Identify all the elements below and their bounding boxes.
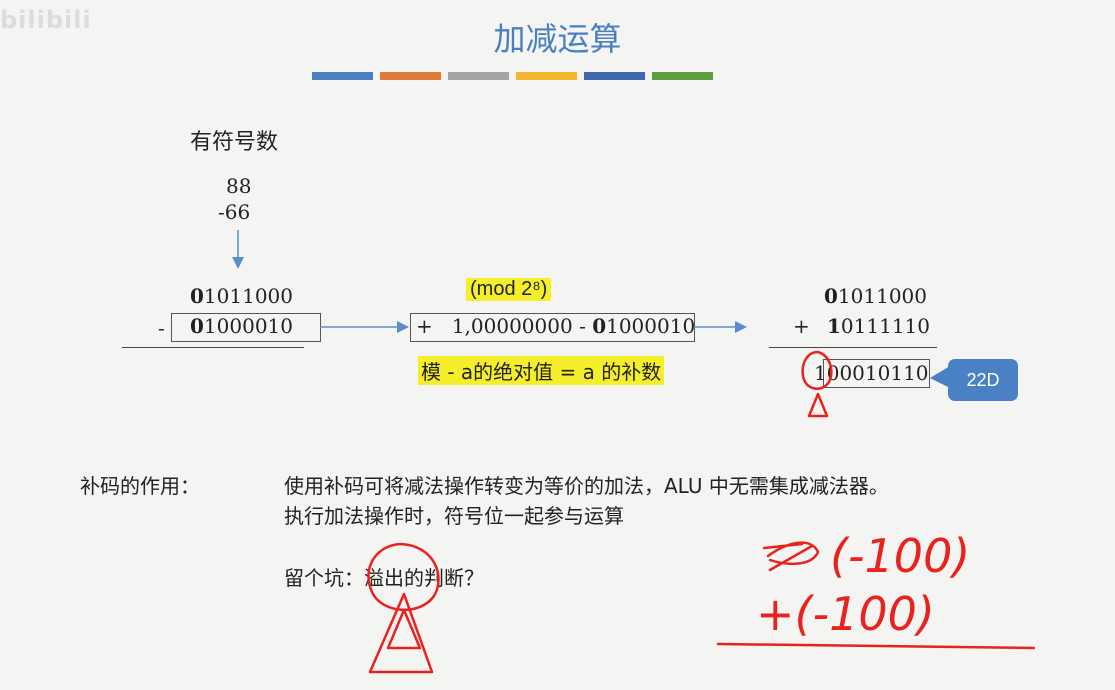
binary-digits: 0111110	[840, 314, 930, 338]
handwritten-triangle	[807, 392, 829, 418]
modulus-note: (mod 2⁸)	[466, 278, 552, 301]
result-box	[823, 359, 930, 388]
operand-b: -66	[218, 200, 251, 224]
left-subtrahend: 01000010	[190, 314, 293, 338]
right-addend-a: 01011000	[824, 284, 927, 308]
handwritten-triangle	[386, 608, 422, 650]
color-segment	[312, 72, 373, 80]
todo-prefix: 留个坑：	[284, 566, 364, 590]
overflow-question: 溢出的判断？	[364, 566, 484, 590]
complement-expression: + 1,00000000 - 01000010	[416, 314, 695, 338]
color-segment	[584, 72, 645, 80]
open-question: 留个坑：溢出的判断？	[284, 562, 484, 591]
handwritten-line	[716, 642, 1036, 650]
sign-bit: 0	[592, 314, 607, 338]
handwritten-circle	[801, 350, 833, 390]
overflow-bit: 1	[814, 361, 827, 385]
binary-digits: 1000010	[203, 314, 293, 338]
role-description-line: 使用补码可将减法操作转变为等价的加法，ALU 中无需集成减法器。	[284, 474, 889, 498]
slide-title: 加减运算	[493, 20, 622, 58]
handwritten-expression: (-100)	[830, 529, 970, 583]
complement-rule: 模 - a的绝对值 = a 的补数	[418, 356, 665, 385]
sign-bit: 1	[827, 314, 841, 338]
sum-line	[769, 347, 937, 348]
role-label: 补码的作用：	[80, 474, 200, 498]
color-segment	[516, 72, 577, 80]
binary-digits: 00010110	[826, 361, 929, 385]
watermark-logo: bilibili	[0, 6, 92, 34]
color-segment	[380, 72, 441, 80]
binary-digits: 1000010	[606, 314, 696, 338]
decimal-result-callout: 22D	[948, 359, 1018, 401]
minus-sign: -	[158, 316, 165, 340]
result-value: 100010110	[814, 361, 929, 385]
handwritten-triangle	[368, 592, 434, 674]
expression-prefix: + 1,00000000 -	[416, 314, 593, 338]
color-segment	[652, 72, 713, 80]
left-minuend: 01011000	[190, 284, 293, 308]
sign-bit: 0	[824, 284, 838, 308]
role-description-line: 执行加法操作时，符号位一起参与运算	[284, 504, 624, 528]
sign-bit: 0	[190, 314, 204, 338]
sign-bit: 0	[190, 284, 204, 308]
right-addend-b: 10111110	[827, 314, 930, 338]
operand-a: 88	[226, 174, 252, 198]
signed-number-label: 有符号数	[190, 130, 279, 155]
title-color-bar	[312, 72, 713, 80]
handwritten-circle	[367, 542, 440, 611]
callout-pointer	[930, 366, 950, 388]
sum-line	[122, 347, 304, 348]
binary-digits: 1011000	[837, 284, 927, 308]
handwritten-scribble	[762, 541, 820, 572]
handwritten-expression: +(-100)	[756, 587, 935, 641]
binary-digits: 1011000	[203, 284, 293, 308]
plus-sign: +	[793, 314, 810, 338]
color-segment	[448, 72, 509, 80]
